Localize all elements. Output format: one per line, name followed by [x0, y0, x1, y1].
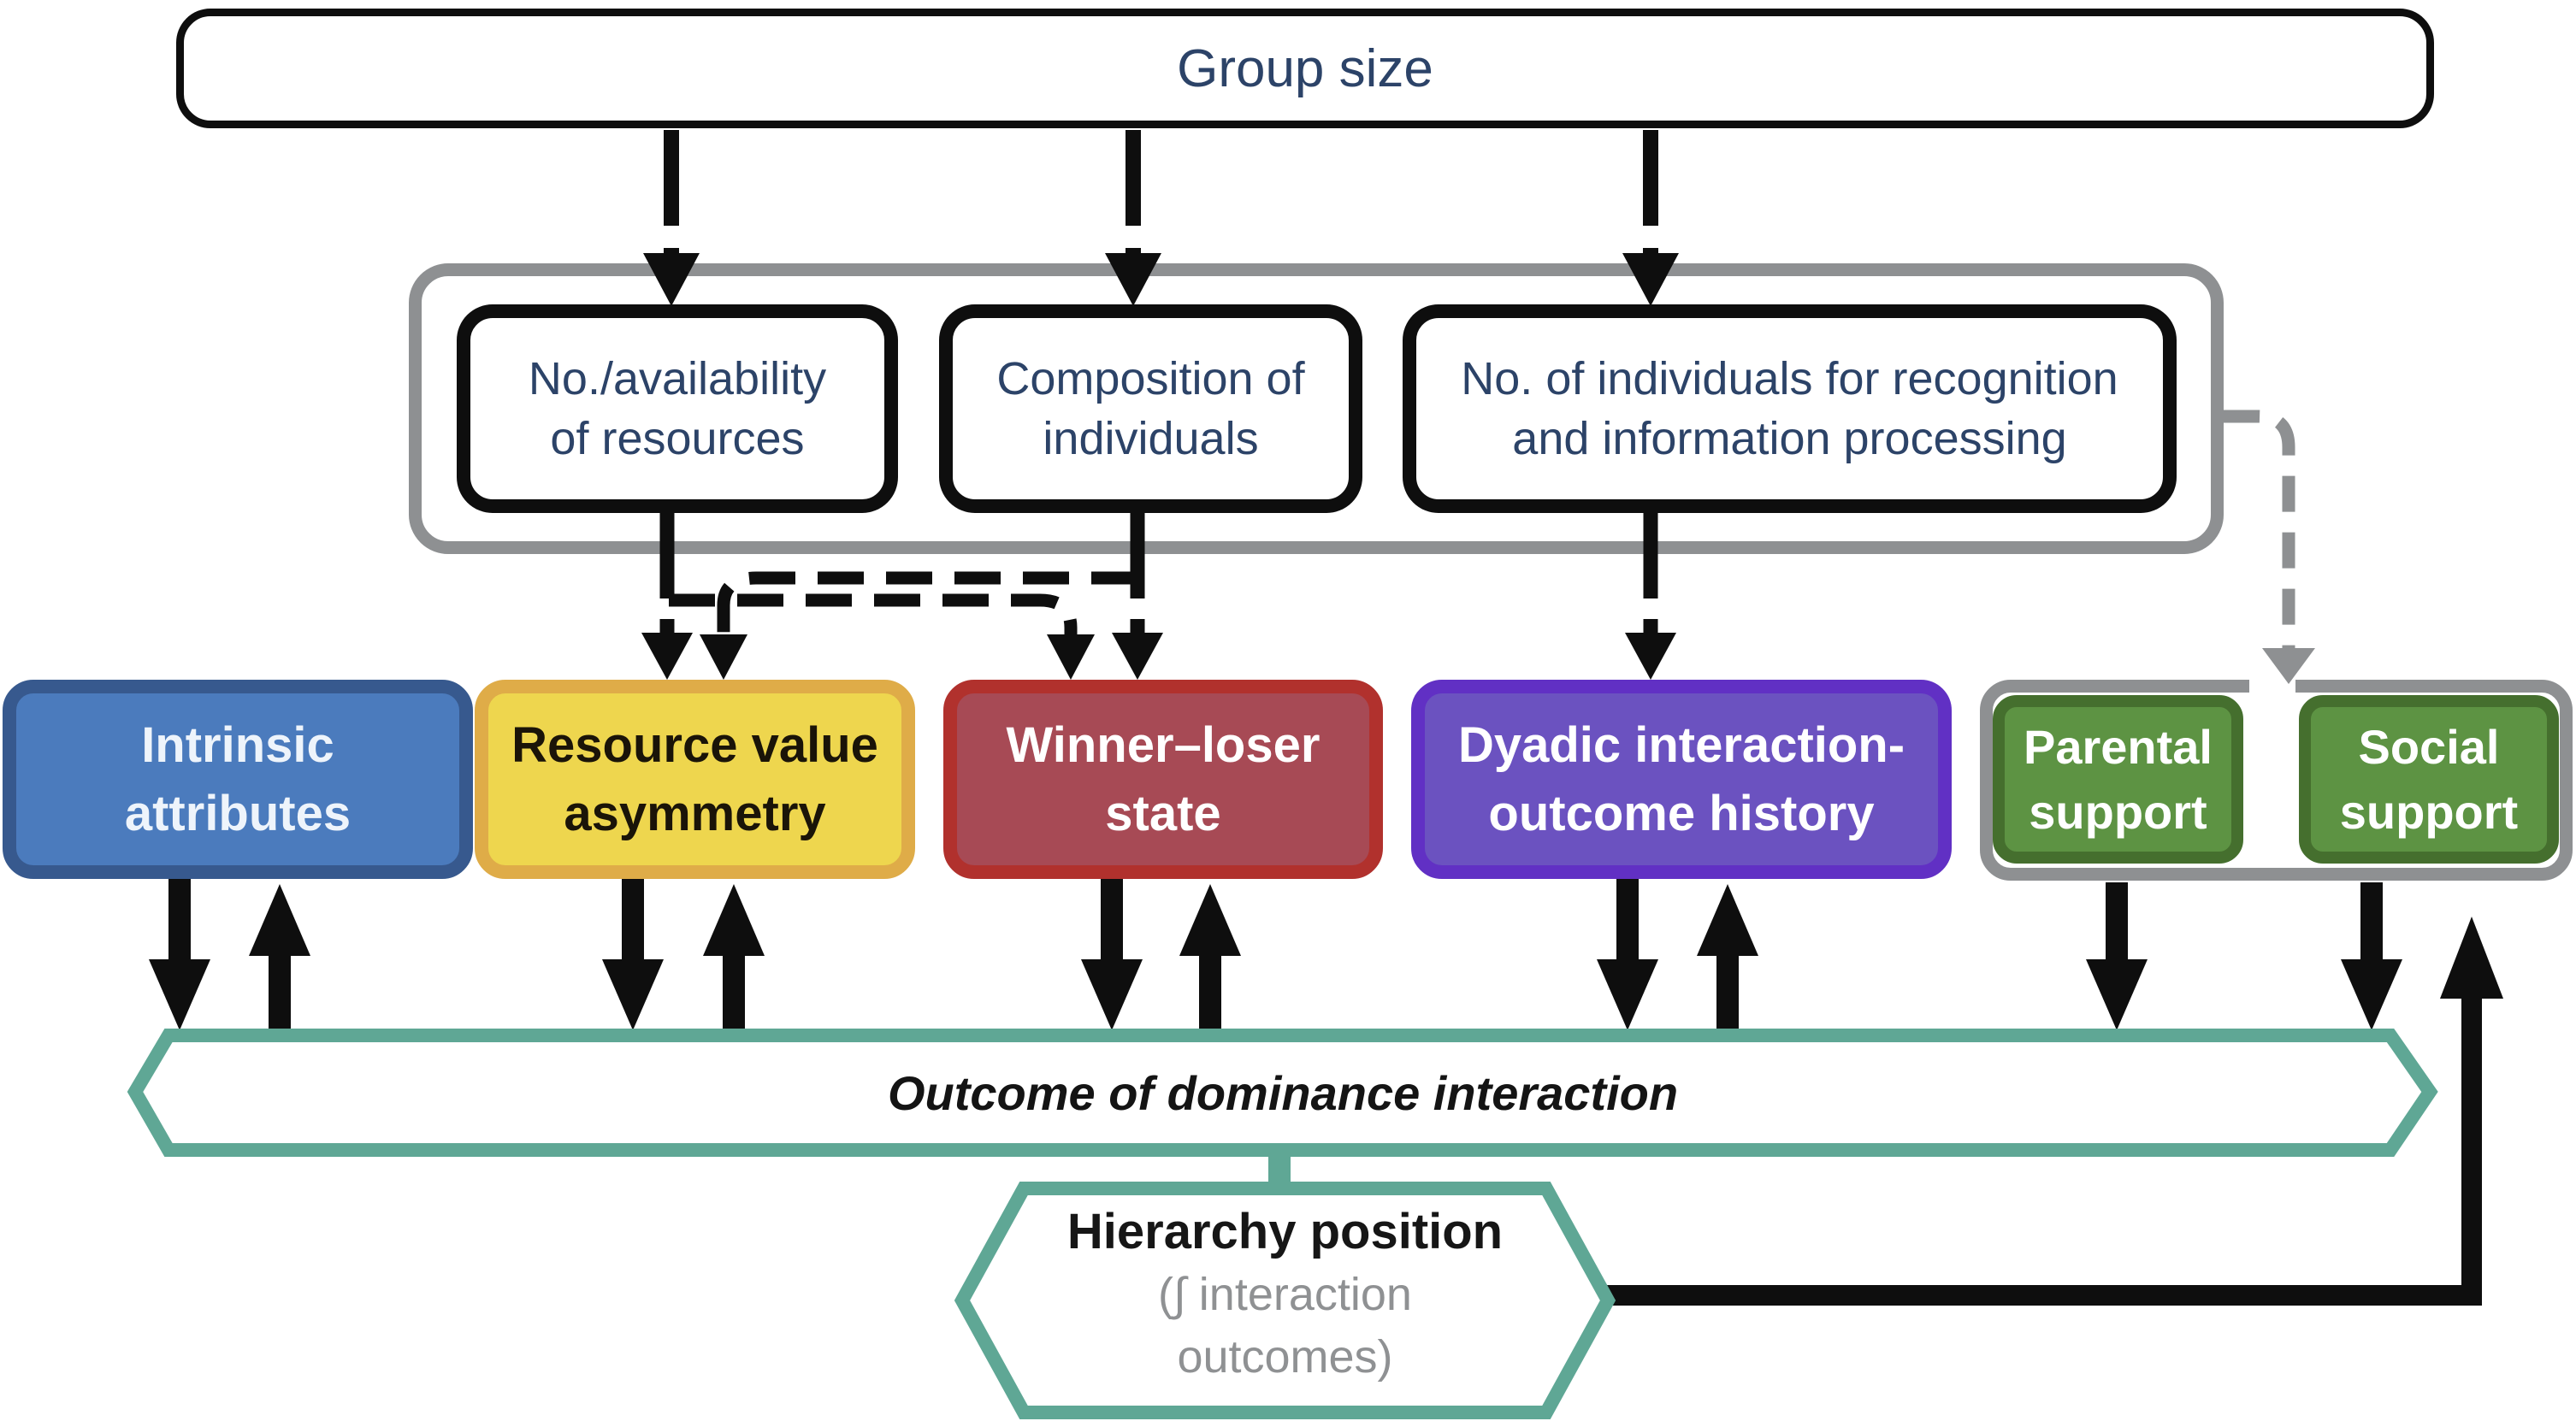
- group-size-label: Group size: [1177, 38, 1433, 98]
- social-support-label: Social support: [2339, 719, 2519, 839]
- dashed-arrow-composition-to-resource-value: [700, 571, 1137, 680]
- hierarchy-position-title: Hierarchy position: [1066, 1204, 1504, 1259]
- arrow-social-to-outcome: [2341, 882, 2402, 1030]
- outcome-band-label: Outcome of dominance interaction: [887, 1065, 1679, 1120]
- recognition-label: No. of individuals for recognition and i…: [1461, 353, 2118, 464]
- resources-label: No./availability of resources: [528, 353, 827, 464]
- resource-value-asymmetry-label: Resource value asymmetry: [511, 716, 878, 841]
- arrow-parental-to-outcome: [2086, 882, 2148, 1030]
- hierarchy-position-sub1: (∫ interaction: [1158, 1269, 1412, 1320]
- resource-value-asymmetry-box: Resource value asymmetry: [475, 680, 915, 879]
- dyadic-history-label: Dyadic interaction- outcome history: [1457, 716, 1905, 841]
- dashed-arrow-resources-to-winner-loser: [669, 593, 1095, 680]
- composition-box: Composition of individuals: [939, 304, 1362, 513]
- composition-label: Composition of individuals: [996, 353, 1305, 464]
- intrinsic-attributes-box: Intrinsic attributes: [3, 680, 473, 879]
- recognition-box: No. of individuals for recognition and i…: [1403, 304, 2177, 513]
- winner-loser-state-box: Winner–loser state: [943, 680, 1383, 879]
- hierarchy-position-sub2: outcomes): [1177, 1331, 1393, 1383]
- winner-loser-state-label: Winner–loser state: [1006, 716, 1320, 841]
- social-support-box: Social support: [2299, 695, 2559, 864]
- resources-box: No./availability of resources: [457, 304, 898, 513]
- double-arrow-winner-loser-outcome: [1081, 879, 1241, 1036]
- hierarchy-position-label: Hierarchy position (∫ interaction outcom…: [1024, 1200, 1546, 1389]
- double-arrow-resource-value-outcome: [602, 879, 765, 1036]
- parental-support-label: Parental support: [2024, 719, 2213, 839]
- outcome-to-hierarchy-connector: [1268, 1146, 1291, 1193]
- double-arrow-dyadic-outcome: [1597, 879, 1758, 1036]
- dashed-gray-arrow-recognition-to-support: [2224, 410, 2315, 684]
- parental-support-box: Parental support: [1993, 695, 2243, 864]
- intrinsic-attributes-label: Intrinsic attributes: [124, 716, 352, 841]
- group-size-box: Group size: [176, 9, 2434, 128]
- double-arrow-intrinsic-outcome: [149, 879, 310, 1036]
- dyadic-history-box: Dyadic interaction- outcome history: [1411, 680, 1952, 879]
- support-container-border-gap: [2249, 677, 2295, 695]
